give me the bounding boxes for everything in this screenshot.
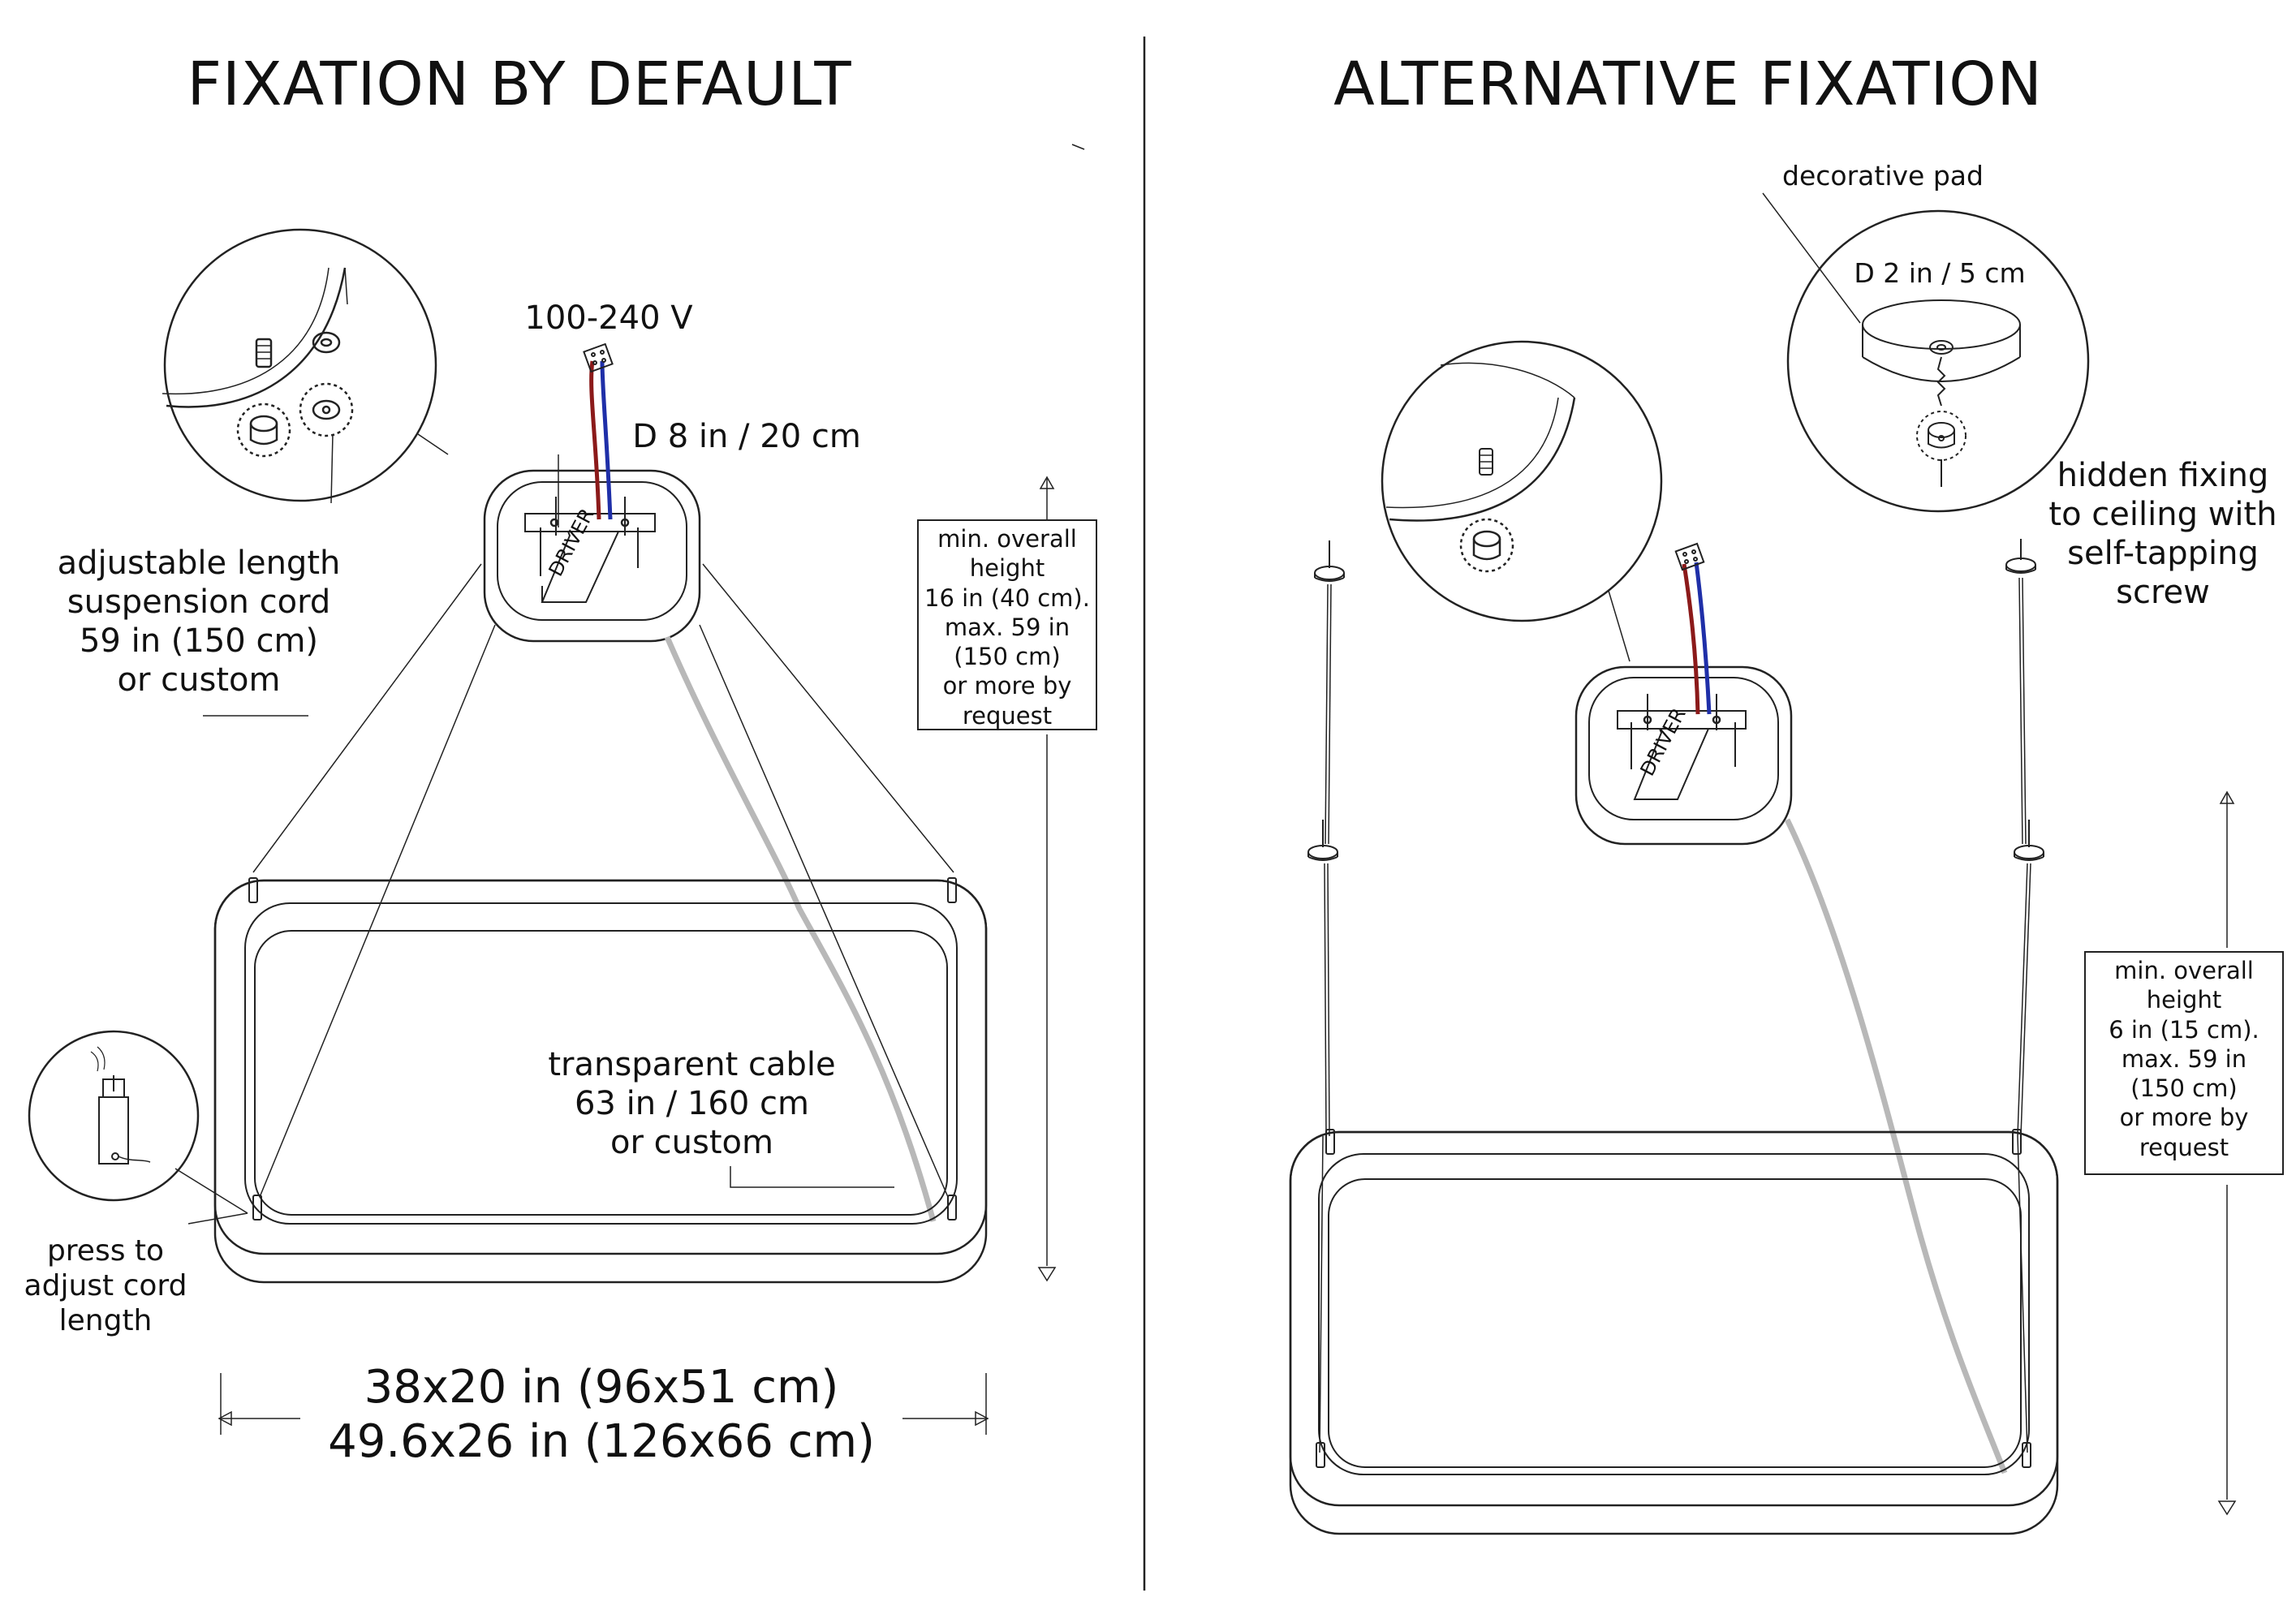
arrow-down-icon: [2217, 1500, 2237, 1516]
cord-grip-icon: [1316, 1129, 2031, 1468]
ceiling-pad-icon: [1862, 299, 2021, 487]
driver-label: DRIVER: [545, 505, 599, 580]
voltage-label: 100-240 V: [524, 299, 693, 337]
canopy-driver-box: DRIVER: [483, 454, 701, 643]
lamp-frame: [213, 879, 988, 1284]
screw-icon: [1630, 694, 1736, 769]
left-panel-title: FIXATION BY DEFAULT: [187, 50, 852, 119]
pad-size-label: D 2 in / 5 cm: [1854, 257, 2026, 289]
overall-dimensions: 38x20 in (96x51 cm) 49.6x26 in (126x66 c…: [328, 1361, 875, 1469]
transparent-cable-right: [1784, 818, 2008, 1474]
ceiling-pads: [1307, 539, 2044, 861]
height-dimension-right: [2217, 790, 2237, 1516]
arrow-up-icon: [2219, 790, 2235, 804]
pad-detail-circle: [1762, 192, 2090, 513]
canopy-driver-box-right: DRIVER: [1574, 665, 1793, 846]
suspension-cords: [252, 563, 954, 1198]
suspension-cords-right: [1319, 577, 2031, 1453]
screw-icon: [255, 338, 273, 368]
hidden-fixing-note: hidden fixing to ceiling with self-tappi…: [2048, 457, 2277, 611]
transparent-cable: [664, 635, 937, 1222]
ceiling-pad-icon: [1307, 820, 1338, 861]
ceiling-pad-icon: [2014, 820, 2044, 861]
height-note-right: min. overall height 6 in (15 cm). max. 5…: [2084, 951, 2284, 1175]
width-dimension: [218, 1373, 989, 1435]
right-panel-title: ALTERNATIVE FIXATION: [1333, 50, 2043, 119]
connector-icon: [1674, 542, 1705, 571]
cable-note: transparent cable 63 in / 160 cm or cust…: [548, 1046, 836, 1161]
press-note: press to adjust cord length: [24, 1234, 187, 1338]
screw-icon: [1479, 448, 1493, 476]
height-note-left: min. overall height 16 in (40 cm). max. …: [917, 519, 1097, 730]
power-wires-right: [1682, 562, 1712, 715]
arrow-up-icon: [1039, 476, 1055, 489]
canopy-size-label: D 8 in / 20 cm: [632, 418, 861, 455]
canopy-detail-circle-right: [1381, 340, 1663, 662]
cord-grip-detail-circle: [28, 1030, 248, 1225]
cord-grip-icon: [248, 877, 957, 1220]
connector-icon: [583, 342, 614, 373]
height-dimension-left: [1037, 476, 1057, 1282]
left-panel-drawing: DRIVER: [28, 144, 1085, 1435]
arrow-down-icon: [1037, 1267, 1057, 1282]
canopy-detail-circle: [162, 228, 449, 504]
power-wires: [589, 360, 613, 520]
screw-icon: [540, 497, 639, 576]
driver-label-right: DRIVER: [1636, 704, 1691, 780]
ceiling-pad-icon: [1314, 540, 1345, 582]
ceiling-pad-icon: [2005, 539, 2036, 574]
right-panel-drawing: DRIVER: [1289, 192, 2237, 1535]
lamp-frame-right: [1289, 1130, 2059, 1535]
pad-label: decorative pad: [1782, 160, 1984, 192]
cord-note: adjustable length suspension cord 59 in …: [57, 545, 341, 699]
